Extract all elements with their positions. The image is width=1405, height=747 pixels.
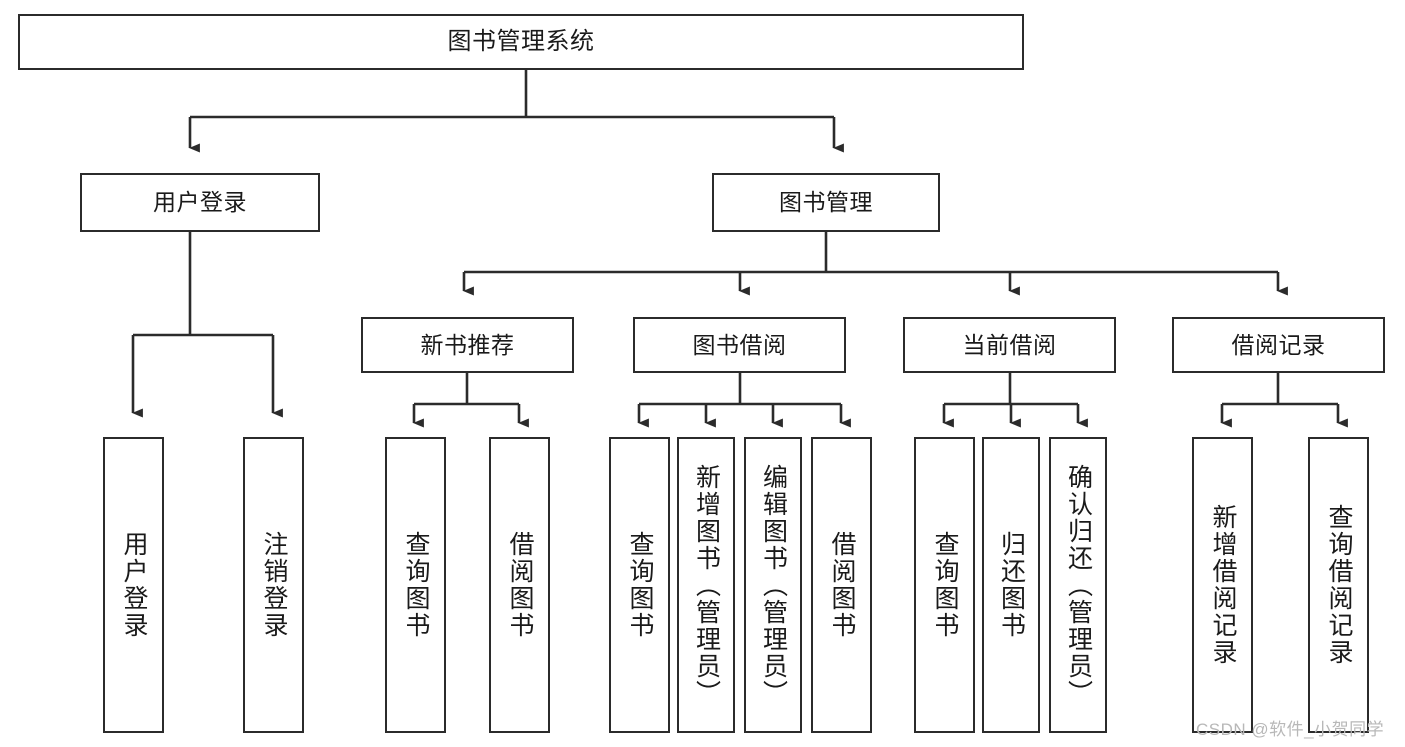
node-label: 图书管理系统 <box>447 28 595 55</box>
node-user-login[interactable]: 用户登录 <box>80 173 320 232</box>
leaf-return-book[interactable]: 归还图书 <box>982 437 1040 733</box>
leaf-query-borrow-record[interactable]: 查询借阅记录 <box>1308 437 1369 733</box>
node-label: 借阅记录 <box>1231 331 1326 358</box>
node-label: 查询借阅记录 <box>1325 504 1353 666</box>
node-label: 归还图书 <box>997 531 1026 639</box>
node-label: 当前借阅 <box>962 331 1057 358</box>
leaf-borrow-book-borrowing[interactable]: 借阅图书 <box>811 437 872 733</box>
leaf-logout-login[interactable]: 注销登录 <box>243 437 304 733</box>
node-label: 借阅图书 <box>506 531 534 639</box>
leaf-query-book-new-rec[interactable]: 查询图书 <box>385 437 446 733</box>
node-label: 确认归还（管理员） <box>1064 463 1093 707</box>
node-label: 查询图书 <box>931 531 959 639</box>
node-label: 新增图书（管理员） <box>692 463 721 707</box>
leaf-query-book-current[interactable]: 查询图书 <box>914 437 975 733</box>
node-label: 新书推荐 <box>420 331 515 358</box>
leaf-borrow-book-new-rec[interactable]: 借阅图书 <box>489 437 550 733</box>
node-root-book-management-system[interactable]: 图书管理系统 <box>18 14 1024 70</box>
node-label: 借阅图书 <box>828 531 856 639</box>
node-label: 图书借阅 <box>692 331 787 358</box>
leaf-add-borrow-record[interactable]: 新增借阅记录 <box>1192 437 1253 733</box>
leaf-user-login[interactable]: 用户登录 <box>103 437 164 733</box>
node-label: 查询图书 <box>626 531 654 639</box>
node-label: 用户登录 <box>120 531 148 639</box>
node-current-borrowing[interactable]: 当前借阅 <box>903 317 1116 373</box>
leaf-confirm-return-admin[interactable]: 确认归还（管理员） <box>1049 437 1107 733</box>
leaf-add-book-admin[interactable]: 新增图书（管理员） <box>677 437 735 733</box>
node-book-borrowing[interactable]: 图书借阅 <box>633 317 846 373</box>
node-label: 图书管理 <box>779 189 873 215</box>
node-new-book-recommendation[interactable]: 新书推荐 <box>361 317 574 373</box>
node-label: 编辑图书（管理员） <box>759 463 788 707</box>
leaf-query-book-borrowing[interactable]: 查询图书 <box>609 437 670 733</box>
node-label: 查询图书 <box>402 531 430 639</box>
csdn-watermark: CSDN @软件_小贺同学 <box>1196 720 1385 739</box>
node-label: 用户登录 <box>153 189 247 215</box>
node-borrowing-records[interactable]: 借阅记录 <box>1172 317 1385 373</box>
node-label: 注销登录 <box>260 531 288 639</box>
node-label: 新增借阅记录 <box>1209 504 1237 666</box>
leaf-edit-book-admin[interactable]: 编辑图书（管理员） <box>744 437 802 733</box>
node-book-management[interactable]: 图书管理 <box>712 173 940 232</box>
